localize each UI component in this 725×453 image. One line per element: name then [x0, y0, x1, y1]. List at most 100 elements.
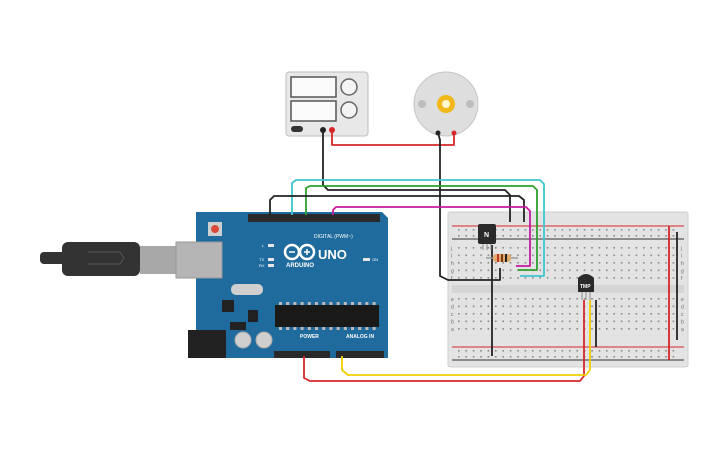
- breadboard-hole[interactable]: [517, 328, 519, 330]
- breadboard-hole[interactable]: [561, 269, 564, 272]
- breadboard-hole[interactable]: [569, 254, 571, 257]
- breadboard-hole[interactable]: [628, 235, 630, 237]
- breadboard-hole[interactable]: [502, 356, 504, 358]
- breadboard-hole[interactable]: [561, 247, 564, 249]
- breadboard-hole[interactable]: [569, 229, 571, 231]
- breadboard-hole[interactable]: [546, 328, 549, 330]
- breadboard-hole[interactable]: [591, 269, 593, 272]
- breadboard-hole[interactable]: [665, 229, 667, 231]
- breadboard-hole[interactable]: [487, 305, 490, 308]
- breadboard-hole[interactable]: [598, 254, 601, 257]
- breadboard-hole[interactable]: [598, 277, 601, 279]
- breadboard-hole[interactable]: [583, 298, 586, 300]
- breadboard-hole[interactable]: [576, 328, 578, 330]
- breadboard-hole[interactable]: [458, 305, 460, 308]
- breadboard-hole[interactable]: [591, 247, 593, 249]
- breadboard-hole[interactable]: [576, 235, 578, 237]
- breadboard-hole[interactable]: [546, 298, 549, 300]
- breadboard-hole[interactable]: [657, 350, 660, 352]
- breadboard-hole[interactable]: [657, 247, 660, 249]
- breadboard-hole[interactable]: [583, 262, 586, 264]
- breadboard-hole[interactable]: [480, 269, 482, 272]
- breadboard-hole[interactable]: [591, 235, 593, 237]
- tmp-sensor[interactable]: TMP: [578, 274, 594, 300]
- dc-motor[interactable]: [413, 71, 479, 137]
- breadboard-hole[interactable]: [458, 254, 460, 257]
- breadboard-hole[interactable]: [539, 269, 541, 272]
- breadboard-hole[interactable]: [569, 277, 571, 279]
- breadboard-hole[interactable]: [480, 350, 482, 352]
- breadboard-hole[interactable]: [524, 298, 527, 300]
- breadboard-hole[interactable]: [487, 298, 490, 300]
- wires[interactable]: [269, 130, 678, 382]
- power-header[interactable]: [274, 351, 330, 358]
- breadboard-hole[interactable]: [532, 254, 534, 257]
- breadboard-hole[interactable]: [532, 262, 534, 264]
- breadboard-hole[interactable]: [657, 305, 660, 308]
- breadboard-hole[interactable]: [591, 262, 593, 264]
- breadboard-hole[interactable]: [472, 328, 475, 330]
- breadboard-hole[interactable]: [591, 356, 593, 358]
- breadboard-hole[interactable]: [472, 305, 475, 308]
- breadboard-hole[interactable]: [598, 229, 601, 231]
- breadboard-hole[interactable]: [554, 262, 556, 264]
- breadboard-hole[interactable]: [465, 247, 467, 249]
- breadboard-hole[interactable]: [509, 356, 512, 358]
- breadboard-hole[interactable]: [495, 313, 497, 315]
- breadboard-hole[interactable]: [569, 269, 571, 272]
- breadboard-hole[interactable]: [524, 328, 527, 330]
- breadboard-hole[interactable]: [554, 305, 556, 308]
- breadboard-hole[interactable]: [524, 229, 527, 231]
- breadboard-hole[interactable]: [657, 235, 660, 237]
- breadboard-hole[interactable]: [643, 298, 645, 300]
- breadboard-hole[interactable]: [576, 320, 578, 323]
- breadboard-hole[interactable]: [472, 320, 475, 323]
- breadboard-hole[interactable]: [539, 305, 541, 308]
- breadboard-hole[interactable]: [613, 298, 615, 300]
- breadboard-hole[interactable]: [620, 313, 623, 315]
- breadboard-hole[interactable]: [576, 356, 578, 358]
- breadboard-hole[interactable]: [509, 305, 512, 308]
- breadboard-hole[interactable]: [472, 298, 475, 300]
- breadboard-hole[interactable]: [509, 262, 512, 264]
- breadboard-hole[interactable]: [643, 305, 645, 308]
- breadboard-hole[interactable]: [643, 313, 645, 315]
- breadboard-hole[interactable]: [495, 350, 497, 352]
- resistor[interactable]: [486, 254, 518, 262]
- breadboard-hole[interactable]: [650, 277, 652, 279]
- breadboard-hole[interactable]: [487, 262, 490, 264]
- breadboard-hole[interactable]: [502, 298, 504, 300]
- breadboard-hole[interactable]: [598, 262, 601, 264]
- breadboard-hole[interactable]: [495, 305, 497, 308]
- breadboard-hole[interactable]: [569, 305, 571, 308]
- breadboard-hole[interactable]: [524, 277, 527, 279]
- breadboard-hole[interactable]: [620, 305, 623, 308]
- breadboard-hole[interactable]: [672, 262, 675, 264]
- breadboard-hole[interactable]: [532, 350, 534, 352]
- breadboard-hole[interactable]: [665, 277, 667, 279]
- breadboard-hole[interactable]: [606, 305, 608, 308]
- breadboard-hole[interactable]: [561, 229, 564, 231]
- digital-header[interactable]: [248, 214, 380, 222]
- breadboard-hole[interactable]: [576, 305, 578, 308]
- breadboard-hole[interactable]: [546, 277, 549, 279]
- breadboard-hole[interactable]: [628, 247, 630, 249]
- breadboard-hole[interactable]: [576, 269, 578, 272]
- breadboard-hole[interactable]: [650, 350, 652, 352]
- breadboard-hole[interactable]: [480, 305, 482, 308]
- breadboard-hole[interactable]: [665, 254, 667, 257]
- breadboard-hole[interactable]: [480, 277, 482, 279]
- breadboard-hole[interactable]: [606, 350, 608, 352]
- breadboard-hole[interactable]: [509, 350, 512, 352]
- breadboard-hole[interactable]: [554, 269, 556, 272]
- breadboard-hole[interactable]: [465, 269, 467, 272]
- breadboard-hole[interactable]: [561, 298, 564, 300]
- breadboard-hole[interactable]: [495, 277, 497, 279]
- breadboard-hole[interactable]: [539, 350, 541, 352]
- breadboard-hole[interactable]: [613, 350, 615, 352]
- breadboard-hole[interactable]: [620, 254, 623, 257]
- breadboard-hole[interactable]: [650, 356, 652, 358]
- breadboard-hole[interactable]: [569, 313, 571, 315]
- breadboard-hole[interactable]: [650, 235, 652, 237]
- breadboard-hole[interactable]: [583, 229, 586, 231]
